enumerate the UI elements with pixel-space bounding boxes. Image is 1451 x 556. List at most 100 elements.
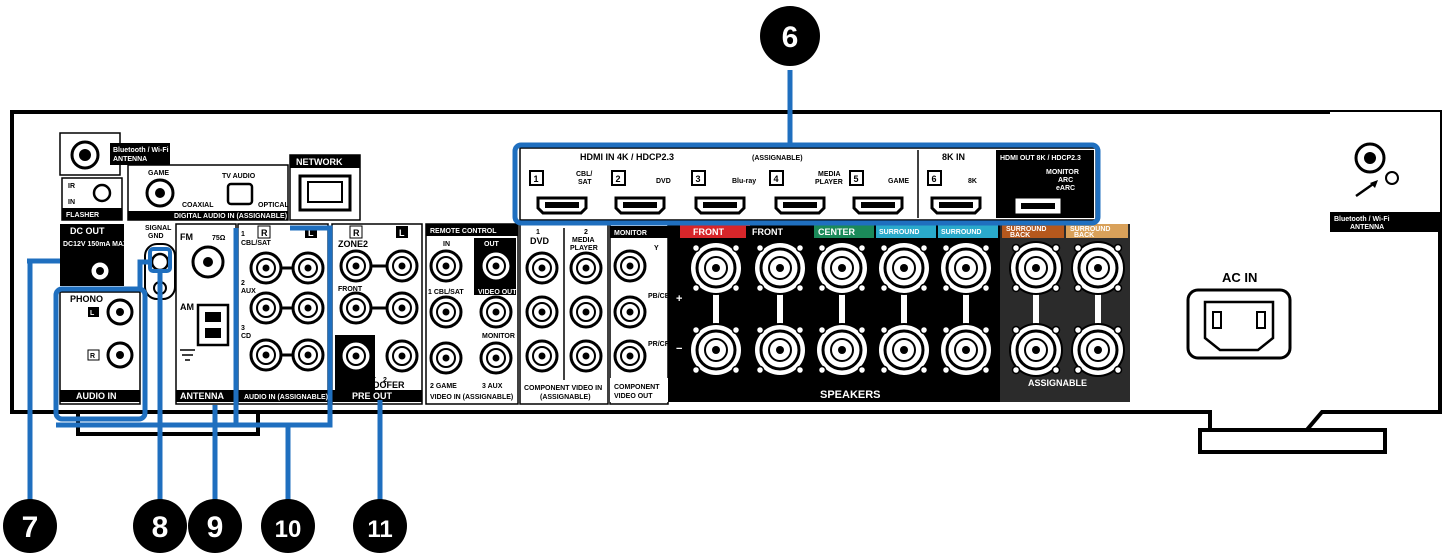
callout-6-outline (512, 142, 1101, 226)
speaker-post-pair (1071, 241, 1125, 377)
hdmi-in-port-icon (694, 196, 746, 215)
ir-label: IR (68, 183, 75, 190)
callout-8-number: 8 (152, 511, 169, 544)
ain-r-label: R (261, 228, 268, 238)
hdmi-number-badge: 3 (691, 170, 706, 186)
cbl-sat-small-label: 1 CBL/SAT (428, 289, 464, 296)
hdmi-cbl-label1: CBL/ (576, 171, 592, 178)
rca-jack-icon (569, 295, 603, 329)
monitor-arc-label2: ARC (1058, 177, 1073, 184)
callout-9: 9 (188, 499, 242, 553)
phono-label: PHONO (70, 294, 103, 304)
hdmi-assignable-label: (ASSIGNABLE) (752, 155, 803, 162)
ohm-label: 75Ω (212, 235, 226, 242)
rca-jack-icon (613, 249, 647, 283)
phono-l-label: L (90, 310, 95, 317)
surround-r-label: SURROUND (879, 229, 919, 236)
cvin-player-label: PLAYER (570, 245, 598, 252)
callout-10-number: 10 (275, 516, 302, 543)
digital-audio-in-label: DIGITAL AUDIO IN (ASSIGNABLE) (174, 213, 287, 220)
rca-jack-icon (479, 295, 513, 329)
audio-in-assignable-label: AUDIO IN (ASSIGNABLE) (244, 394, 328, 401)
hdmi-in-port-icon (852, 196, 904, 215)
cvin-2-label: 2 (584, 229, 588, 236)
bt-right-label: Bluetooth / Wi-Fi (1334, 216, 1390, 223)
rca-jack-icon (291, 338, 325, 372)
am-label: AM (180, 302, 194, 312)
network-label: NETWORK (296, 157, 343, 167)
ain-2-label: 2 (241, 280, 245, 287)
component-out-label1: COMPONENT (614, 384, 660, 391)
hdmi-number: 5 (854, 174, 859, 184)
cvout-monitor-label: MONITOR (614, 230, 647, 237)
jacks (249, 249, 647, 375)
rca-jack-icon (429, 295, 463, 329)
tv-audio-label: TV AUDIO (222, 173, 256, 180)
8k-in-label: 8K IN (942, 152, 965, 162)
center-label: CENTER (818, 227, 856, 237)
speaker-post-pair (877, 241, 931, 377)
optical-jack-icon (226, 182, 254, 206)
rca-jack-icon (429, 341, 463, 375)
component-assignable-label: (ASSIGNABLE) (540, 394, 591, 401)
hdmi-8k-label: 8K (968, 178, 977, 185)
speaker-binding-post-icon (939, 323, 993, 377)
hdmi-bluray-label: Blu-ray (732, 178, 756, 185)
minus-label: − (676, 343, 682, 355)
remote-control-label: REMOTE CONTROL (430, 228, 497, 235)
ain-l-label: L (308, 228, 314, 238)
callout-7: 7 (3, 499, 57, 553)
coaxial-label: COAXIAL (182, 202, 214, 209)
front-r-label: FRONT (693, 227, 724, 237)
fm-label: FM (180, 232, 193, 242)
rca-jack-icon (385, 249, 419, 283)
speaker-binding-post-icon (1009, 241, 1063, 295)
monitor-small-label: MONITOR (482, 333, 515, 340)
rca-jack-icon (291, 291, 325, 325)
bt-right-label2: ANTENNA (1350, 224, 1384, 231)
speaker-binding-post-icon (877, 323, 931, 377)
zone2-r-label: R (353, 228, 360, 238)
surround-l-label: SURROUND (941, 229, 981, 236)
game-label: GAME (148, 170, 169, 177)
rca-jack-icon (613, 339, 647, 373)
hdmi-number-badge: 2 (611, 170, 626, 186)
front-label: FRONT (338, 286, 363, 293)
pr-label: PR/CR (648, 341, 670, 348)
speaker-binding-post-icon (753, 241, 807, 295)
callout-11-number: 11 (367, 516, 392, 543)
cvin-1-label: 1 (536, 229, 540, 236)
in-label: IN (68, 199, 75, 206)
rca-jack-icon (569, 339, 603, 373)
rca-jack-icon (525, 251, 559, 285)
ain-1-label: 1 (241, 231, 245, 238)
bluetooth-antenna-right: Bluetooth / Wi-Fi ANTENNA (1330, 112, 1440, 232)
hdmi-cbl-label2: SAT (578, 179, 592, 186)
speaker-binding-post-icon (1009, 323, 1063, 377)
cd-label: CD (241, 333, 251, 340)
bt-antenna-label2: ANTENNA (113, 156, 147, 163)
hdmi-in-port-icon (774, 196, 826, 215)
speaker-binding-post-icon (689, 241, 743, 295)
speaker-posts (689, 241, 1125, 377)
rca-jack-icon (525, 295, 559, 329)
ain-3-label: 3 (241, 325, 245, 332)
optical-label: OPTICAL (258, 202, 289, 209)
rca-jack-icon (249, 291, 283, 325)
plus-label: + (676, 293, 682, 305)
component-out-label2: VIDEO OUT (614, 393, 653, 400)
hdmi-in-port-icon (930, 196, 982, 215)
speaker-binding-post-icon (753, 323, 807, 377)
bt-antenna-label: Bluetooth / Wi-Fi (113, 147, 169, 154)
zone2-label: ZONE2 (338, 239, 368, 249)
speaker-binding-post-icon (939, 241, 993, 295)
rc-out-label: OUT (484, 241, 500, 248)
speaker-post-pair (1009, 241, 1063, 377)
hdmi-number: 3 (696, 174, 701, 184)
network-port: NETWORK (289, 154, 361, 221)
dc-out-label: DC OUT (70, 226, 105, 236)
callout-9-number: 9 (207, 511, 224, 544)
video-out-small-label: VIDEO OUT (478, 289, 517, 296)
